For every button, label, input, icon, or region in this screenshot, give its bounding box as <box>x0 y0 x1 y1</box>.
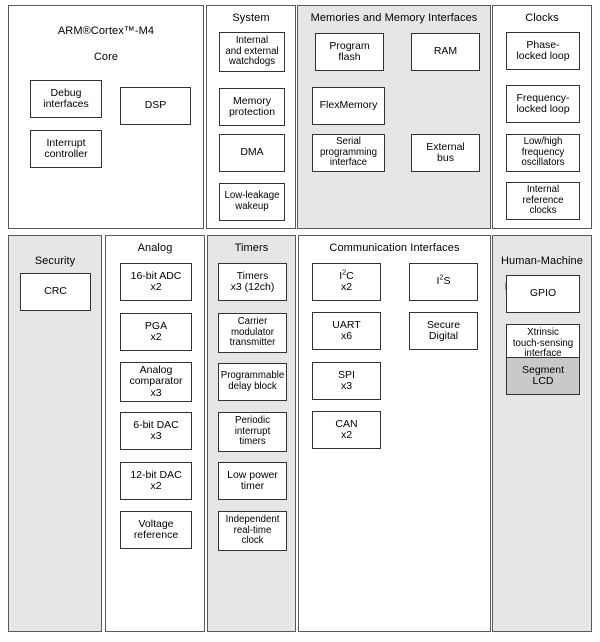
panel-system: System Internal and external watchdogs M… <box>206 5 296 229</box>
panel-title-system: System <box>232 12 270 24</box>
block-phase-locked-loop: Phase- locked loop <box>506 32 580 70</box>
block-gpio: GPIO <box>506 275 580 313</box>
block-uart: UART x6 <box>312 312 381 350</box>
block-segment-lcd: Segment LCD <box>506 357 580 395</box>
block-analog-comparator: Analog comparator x3 <box>120 362 192 402</box>
block-periodic-interrupt-timers: Periodic interrupt timers <box>218 412 287 452</box>
panel-title-analog: Analog <box>137 242 173 254</box>
block-memory-protection: Memory protection <box>219 88 285 126</box>
block-external-bus: External bus <box>411 134 480 172</box>
block-watchdogs: Internal and external watchdogs <box>219 32 285 72</box>
block-low-power-timer: Low power timer <box>218 462 287 500</box>
block-flexmemory: FlexMemory <box>312 87 385 125</box>
block-ram: RAM <box>411 33 480 71</box>
block-i2s-label: I2S <box>436 273 451 288</box>
block-crc: CRC <box>20 273 91 311</box>
block-dac-12bit: 12-bit DAC x2 <box>120 462 192 500</box>
panel-arm-core: ARM®Cortex™-M4 Core Debug interfaces DSP… <box>8 5 204 229</box>
panel-title-memories: Memories and Memory Interfaces <box>310 12 478 24</box>
block-frequency-locked-loop: Frequency- locked loop <box>506 85 580 123</box>
block-carrier-modulator-transmitter: Carrier modulator transmitter <box>218 313 287 353</box>
panel-title-arm-core: ARM®Cortex™-M4 Core <box>57 25 155 63</box>
block-can: CAN x2 <box>312 411 381 449</box>
block-dma: DMA <box>219 134 285 172</box>
panel-clocks: Clocks Phase- locked loop Frequency- loc… <box>492 5 592 229</box>
block-low-high-frequency-oscillators: Low/high frequency oscillators <box>506 134 580 172</box>
block-dac-6bit: 6-bit DAC x3 <box>120 412 192 450</box>
block-dsp: DSP <box>120 87 191 125</box>
block-adc-16bit: 16-bit ADC x2 <box>120 263 192 301</box>
block-spi: SPI x3 <box>312 362 381 400</box>
block-internal-reference-clocks: Internal reference clocks <box>506 182 580 220</box>
panel-title-communication-interfaces: Communication Interfaces <box>329 242 460 254</box>
block-program-flash: Program flash <box>315 33 384 71</box>
block-i2s: I2S <box>409 263 478 301</box>
block-serial-programming-interface: Serial programming interface <box>312 134 385 172</box>
block-programmable-delay-block: Programmable delay block <box>218 363 287 401</box>
panel-security-and-integrity: Security and Integrity CRC <box>8 235 102 632</box>
block-debug-interfaces: Debug interfaces <box>30 80 102 118</box>
block-low-leakage-wakeup: Low-leakage wakeup <box>219 183 285 221</box>
block-pga: PGA x2 <box>120 313 192 351</box>
block-timers-x3: Timers x3 (12ch) <box>218 263 287 301</box>
block-interrupt-controller: Interrupt controller <box>30 130 102 168</box>
panel-human-machine-interface: Human-Machine Interface (HMI) GPIO Xtrin… <box>492 235 592 632</box>
panel-timers: Timers Timers x3 (12ch) Carrier modulato… <box>207 235 296 632</box>
panel-title-clocks: Clocks <box>525 12 559 24</box>
panel-title-timers: Timers <box>234 242 269 254</box>
panel-analog: Analog 16-bit ADC x2 PGA x2 Analog compa… <box>105 235 205 632</box>
panel-memories: Memories and Memory Interfaces Program f… <box>297 5 491 229</box>
block-independent-real-time-clock: Independent real-time clock <box>218 511 287 551</box>
block-voltage-reference: Voltage reference <box>120 511 192 549</box>
block-secure-digital: Secure Digital <box>409 312 478 350</box>
